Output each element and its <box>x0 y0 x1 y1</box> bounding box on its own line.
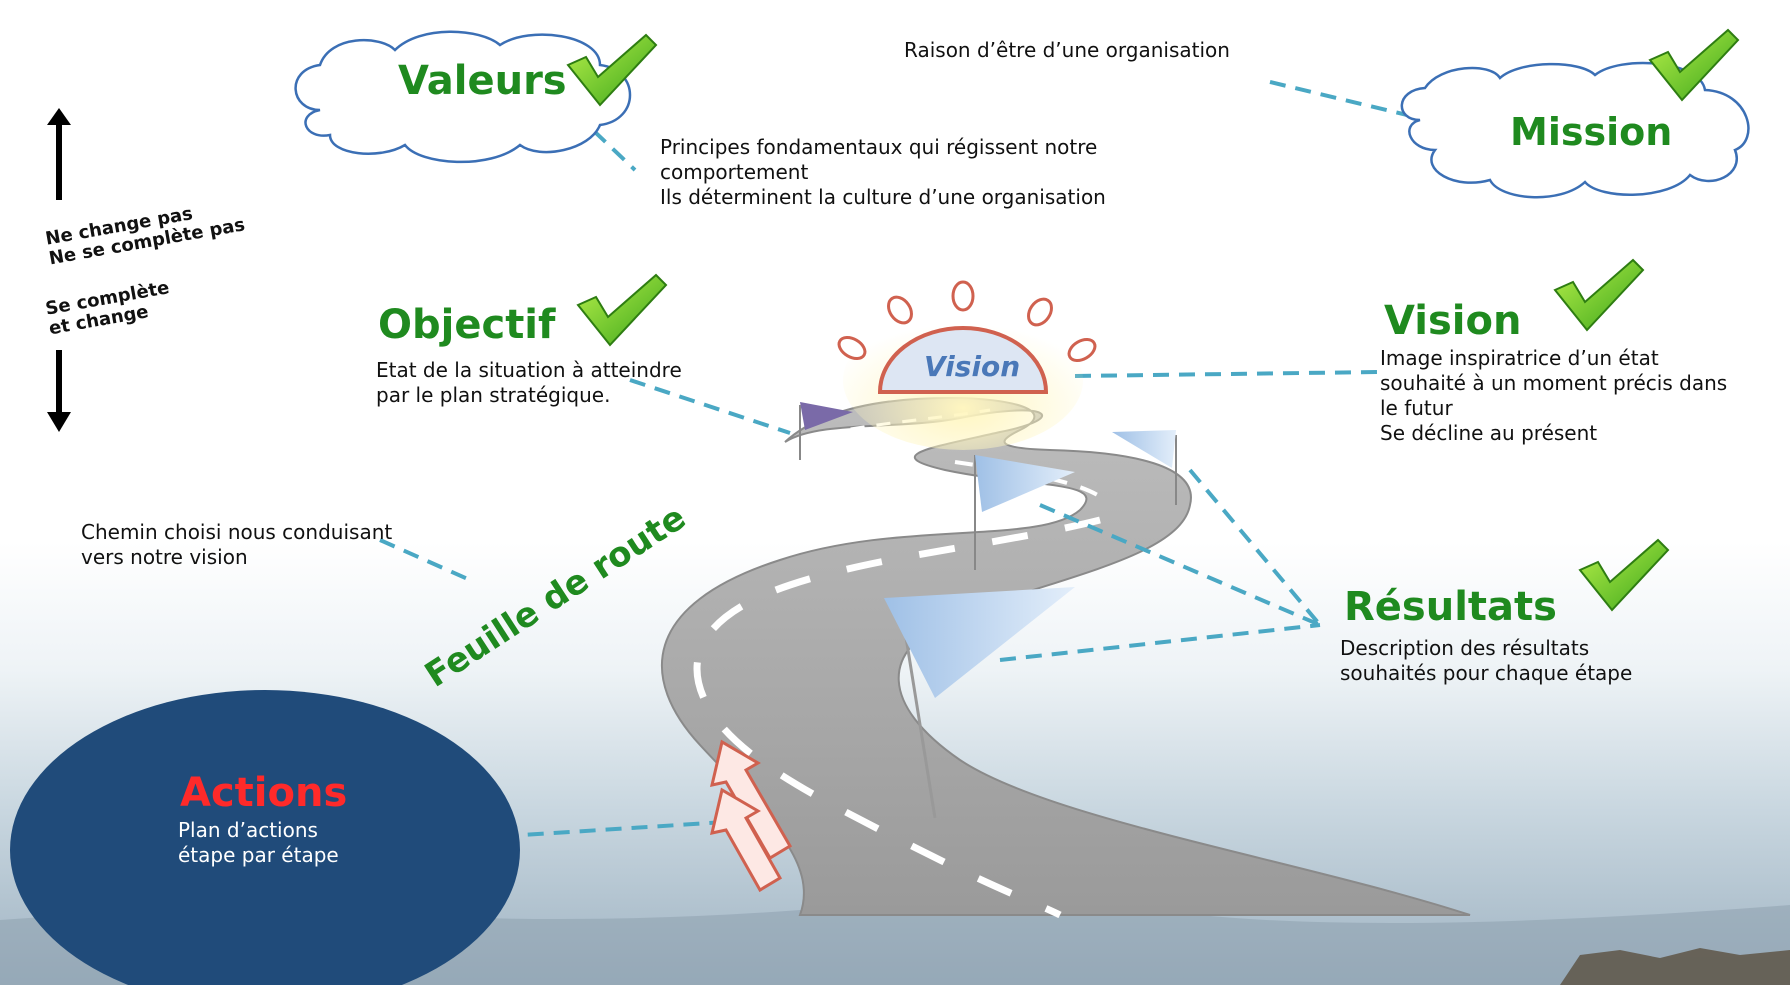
feuille-de-route-description: Chemin choisi nous conduisant vers notre… <box>81 520 393 569</box>
mission-cloud <box>1400 61 1750 199</box>
tree-line <box>1560 948 1790 985</box>
actions-ellipse <box>10 690 520 985</box>
vision-check-icon <box>1554 259 1644 331</box>
resultats-title: Résultats <box>1344 584 1557 630</box>
flag-result-1-icon <box>1112 430 1177 505</box>
mission-description: Raison d’être d’une organisation <box>904 38 1230 62</box>
mission-title: Mission <box>1510 110 1673 154</box>
actions-description: Plan d’actions étape par étape <box>178 818 339 867</box>
vision-sun-icon <box>837 280 1097 450</box>
valeurs-description: Principes fondamentaux qui régissent not… <box>660 135 1106 209</box>
actions-title: Actions <box>180 770 348 816</box>
vision-title: Vision <box>1384 298 1522 344</box>
up-arrow-icon <box>47 108 71 200</box>
progress-arrows-icon <box>710 739 793 893</box>
valeurs-cloud <box>294 30 632 164</box>
valeurs-title: Valeurs <box>398 58 567 104</box>
vision-sun-label: Vision <box>924 350 1021 383</box>
objectif-description: Etat de la situation à atteindre par le … <box>376 358 682 407</box>
resultats-description: Description des résultats souhaités pour… <box>1340 636 1633 685</box>
flag-objectif-icon <box>799 402 853 460</box>
down-arrow-icon <box>47 350 71 432</box>
vision-description: Image inspiratrice d’un état souhaité à … <box>1380 346 1728 445</box>
objectif-title: Objectif <box>378 302 556 348</box>
resultats-check-icon <box>1579 539 1669 611</box>
flag-result-2-icon <box>974 455 1075 570</box>
objectif-check-icon <box>577 274 667 346</box>
flag-result-3-icon <box>884 587 1075 819</box>
